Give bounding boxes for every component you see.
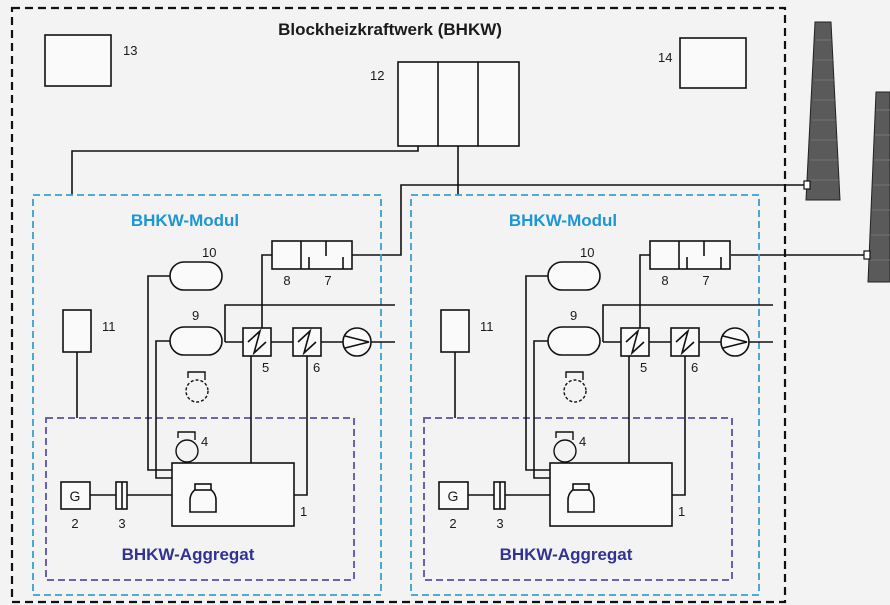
oil-supply-line: [525, 275, 550, 471]
exhaust-pipe-left: [352, 184, 808, 256]
pump-arrow: [722, 335, 748, 349]
pump-arrow: [344, 335, 370, 349]
starter-pump-icon: [175, 431, 199, 463]
module-label: BHKW-Modul: [509, 211, 617, 230]
control-unit-11: [62, 309, 92, 353]
component-7-number: 7: [702, 273, 709, 288]
component-14-number: 14: [658, 50, 672, 65]
component-13-box: [44, 34, 112, 87]
component-2-number: 2: [71, 516, 78, 531]
control-line-left: [71, 146, 419, 195]
oil-supply-line: [147, 275, 172, 471]
component-5-number: 5: [262, 360, 269, 375]
component-14-box: [679, 37, 747, 89]
chimney-left-inlet: [803, 180, 811, 190]
component-11-number: 11: [102, 319, 116, 334]
aggregate-boundary: [423, 417, 733, 581]
chimney-right: [867, 91, 890, 283]
aggregate-label: BHKW-Aggregat: [500, 545, 633, 564]
heat-exchanger-6-coil: [297, 328, 317, 356]
oil-return-line: [155, 340, 172, 479]
heat-exchanger-5-coil: [625, 328, 645, 356]
component-9-number: 9: [192, 308, 199, 323]
heat-exchanger-6-coil: [675, 328, 695, 356]
component-11-number: 11: [480, 319, 494, 334]
standby-pump-icon: [185, 371, 209, 403]
standby-pump-icon: [563, 371, 587, 403]
component-10-number: 10: [580, 245, 594, 260]
tank-10: [169, 261, 223, 291]
tank-10: [547, 261, 601, 291]
bhkw-module-2: BHKW-Modul BHKW-Aggregat 8 7 10 9 11 5 6: [410, 194, 773, 596]
control-cabinet-12: [397, 61, 520, 147]
coolant-loop: [672, 356, 686, 496]
chimney-left: [805, 21, 841, 201]
oil-return-line: [533, 340, 550, 479]
component-3-number: 3: [496, 516, 503, 531]
heat-exchanger-5-coil: [247, 328, 267, 356]
chimney-right-texture: [870, 109, 890, 261]
component-1-number: 1: [678, 504, 685, 519]
silencer-8: [271, 240, 353, 270]
component-8-number: 8: [283, 273, 290, 288]
component-12-number: 12: [370, 68, 384, 83]
component-4-number: 4: [201, 434, 208, 449]
plant-boundary: [10, 6, 787, 604]
engine-1: [549, 462, 673, 527]
engine-icon-cap: [194, 483, 212, 491]
component-3-number: 3: [118, 516, 125, 531]
component-8-number: 8: [661, 273, 668, 288]
control-unit-11: [440, 309, 470, 353]
heating-flow-line: [602, 304, 773, 342]
generator-2: [438, 481, 469, 510]
aggregate-boundary: [45, 417, 355, 581]
component-10-number: 10: [202, 245, 216, 260]
chimney-right-inlet: [863, 250, 871, 260]
heating-flow-line: [224, 304, 395, 342]
plant-title: Blockheizkraftwerk (BHKW): [278, 20, 502, 39]
exhaust-duct: [261, 254, 272, 328]
aggregate-label: BHKW-Aggregat: [122, 545, 255, 564]
generator-symbol: G: [448, 488, 459, 504]
component-13-number: 13: [123, 43, 137, 58]
coolant-loop: [294, 356, 308, 496]
component-2-number: 2: [449, 516, 456, 531]
component-9-number: 9: [570, 308, 577, 323]
component-5-number: 5: [640, 360, 647, 375]
starter-pump-icon: [553, 431, 577, 463]
module-label: BHKW-Modul: [131, 211, 239, 230]
component-6-number: 6: [691, 360, 698, 375]
component-4-number: 4: [579, 434, 586, 449]
silencer-8: [649, 240, 731, 270]
bhkw-module-1: BHKW-Modul BHKW-Aggregat 8 7 10 9 11 5: [32, 194, 395, 596]
component-6-number: 6: [313, 360, 320, 375]
tank-9: [169, 326, 223, 356]
component-7-number: 7: [324, 273, 331, 288]
exhaust-duct: [639, 254, 650, 328]
tank-9: [547, 326, 601, 356]
chimney-left-texture: [809, 39, 839, 181]
component-1-number: 1: [300, 504, 307, 519]
generator-symbol: G: [70, 488, 81, 504]
engine-icon-cap: [572, 483, 590, 491]
